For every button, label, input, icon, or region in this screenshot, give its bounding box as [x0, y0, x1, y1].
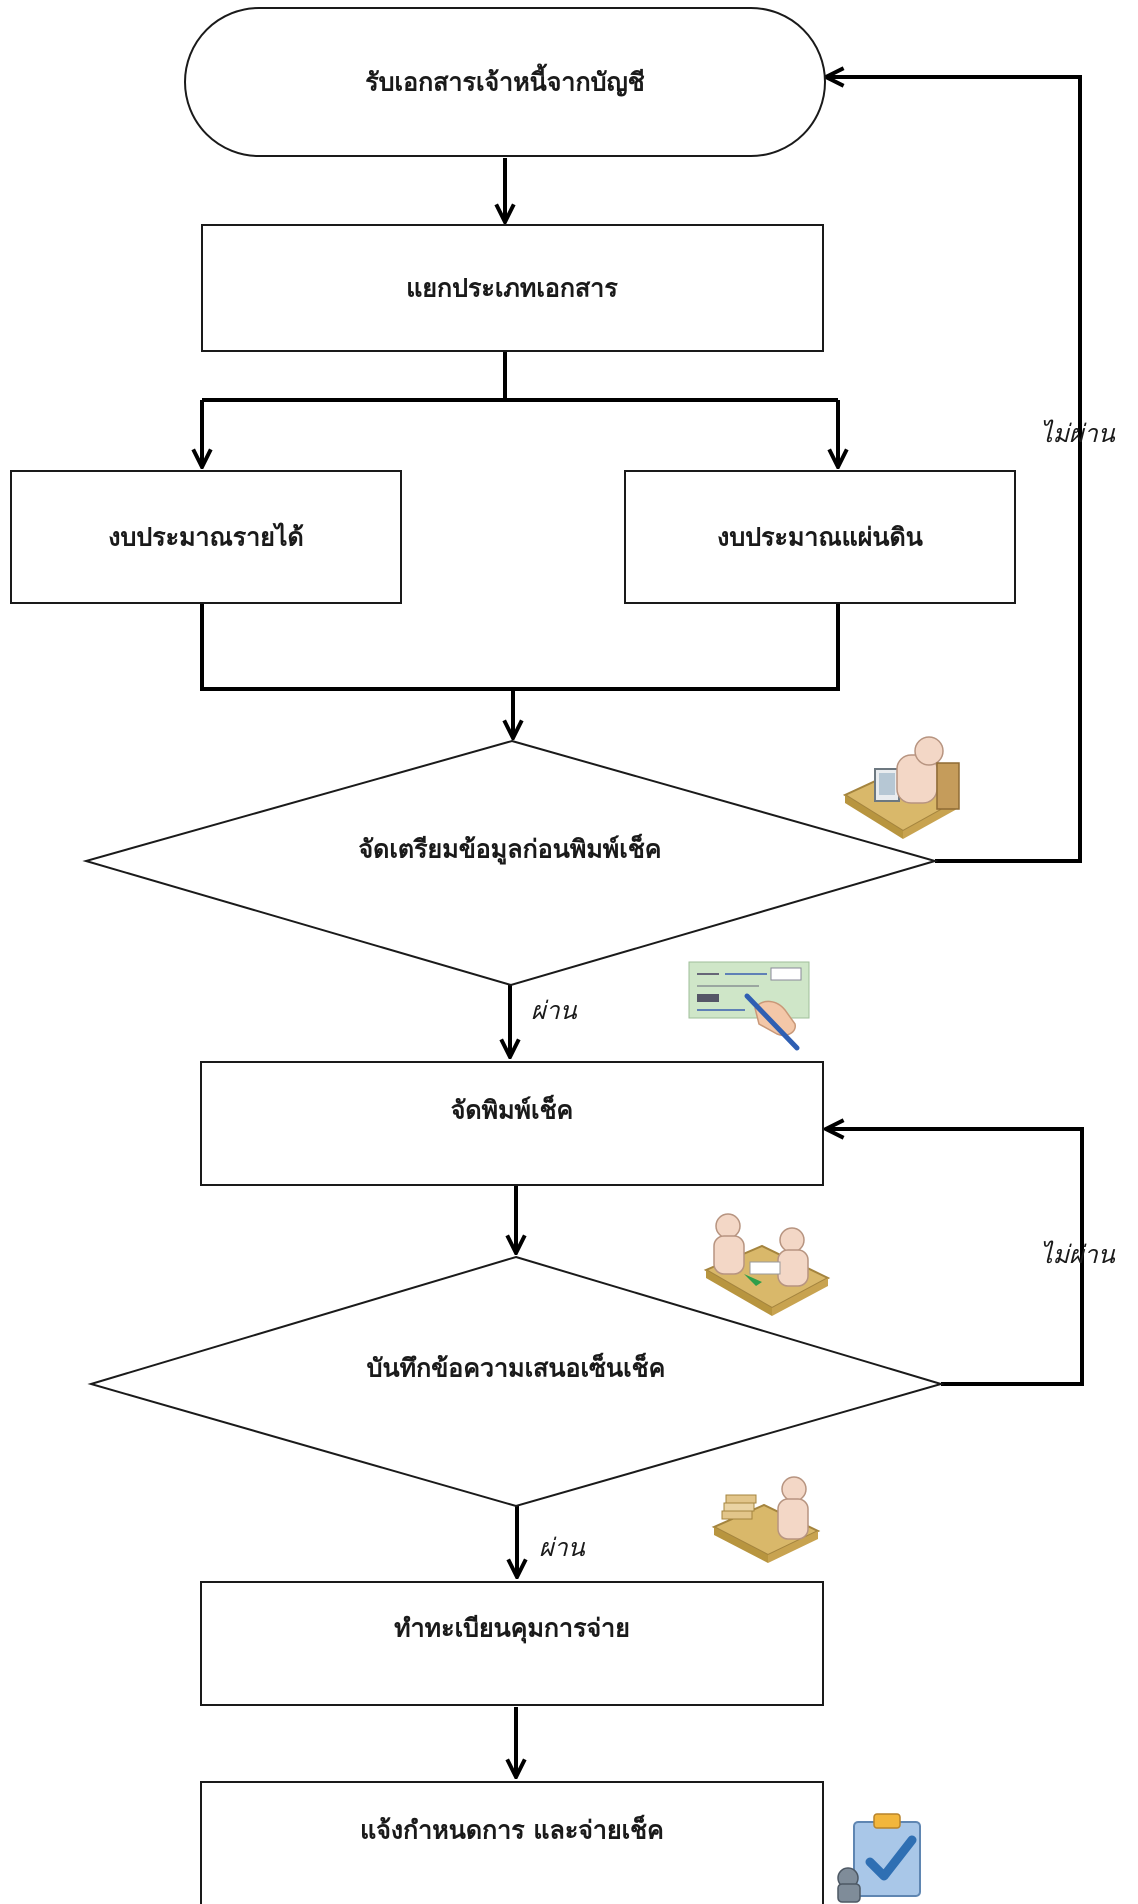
- print-cheque-node: จัดพิมพ์เช็ค: [200, 1061, 824, 1186]
- start-node-label: รับเอกสารเจ้าหนี้จากบัญชี: [365, 63, 645, 97]
- prepare-data-decision: จัดเตรียมข้อมูลก่อนพิมพ์เช็ค: [82, 739, 939, 987]
- fail-label-1: ไม่ผ่าน: [1040, 419, 1116, 448]
- computer-worker-icon: [842, 736, 960, 839]
- notify-pay-label: แจ้งกำหนดการ และจ่ายเช็ค: [360, 1815, 664, 1845]
- notify-pay-node: แจ้งกำหนดการ และจ่ายเช็ค: [200, 1781, 824, 1904]
- pass-label-2: ผ่าน: [539, 1533, 586, 1562]
- cheque-writing-icon: [688, 961, 810, 1051]
- revenue-budget-node: งบประมาณรายได้: [10, 470, 402, 604]
- sort-documents-label: แยกประเภทเอกสาร: [406, 274, 618, 303]
- payment-register-label: ทำทะเบียนคุมการจ่าย: [394, 1614, 630, 1645]
- document-worker-icon: [711, 1476, 821, 1563]
- split-connector: [202, 352, 838, 402]
- payment-register-node: ทำทะเบียนคุมการจ่าย: [200, 1581, 824, 1706]
- record-memo-label: บันทึกข้อความเสนอเซ็นเช็ค: [367, 1353, 666, 1383]
- fail-loop-1: [826, 77, 1082, 863]
- print-cheque-label: จัดพิมพ์เช็ค: [451, 1095, 574, 1125]
- fail-label-2: ไม่ผ่าน: [1040, 1240, 1116, 1269]
- start-node: รับเอกสารเจ้าหนี้จากบัญชี: [184, 7, 826, 157]
- merge-connector: [200, 603, 840, 691]
- connectors: [200, 77, 1084, 1777]
- revenue-budget-label: งบประมาณรายได้: [108, 522, 303, 552]
- sort-documents-node: แยกประเภทเอกสาร: [201, 224, 824, 352]
- prepare-data-label: จัดเตรียมข้อมูลก่อนพิมพ์เช็ค: [358, 834, 661, 866]
- record-memo-decision: บันทึกข้อความเสนอเซ็นเช็ค: [87, 1255, 945, 1508]
- fail-loop-2: [826, 1129, 1084, 1386]
- state-budget-label: งบประมาณแผ่นดิน: [717, 523, 923, 552]
- meeting-icon: [703, 1213, 831, 1316]
- checklist-icon: [837, 1813, 921, 1903]
- state-budget-node: งบประมาณแผ่นดิน: [624, 470, 1016, 604]
- pass-label-1: ผ่าน: [531, 996, 578, 1025]
